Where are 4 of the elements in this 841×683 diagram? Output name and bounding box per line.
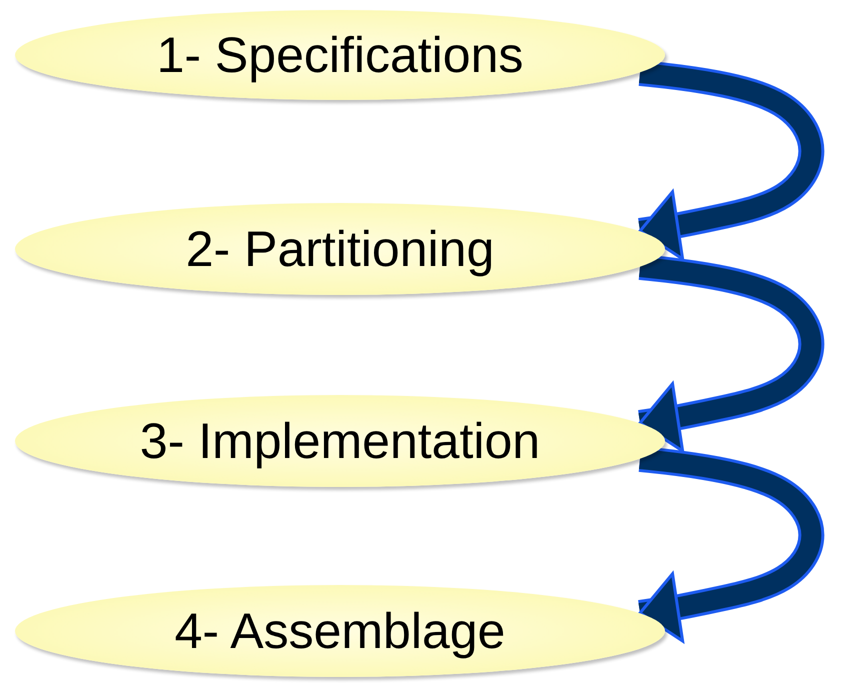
- node-label: 3- Implementation: [140, 412, 540, 470]
- node-label: 2- Partitioning: [186, 220, 494, 278]
- node-label: 4- Assemblage: [174, 602, 506, 660]
- node-label: 1- Specifications: [156, 26, 524, 84]
